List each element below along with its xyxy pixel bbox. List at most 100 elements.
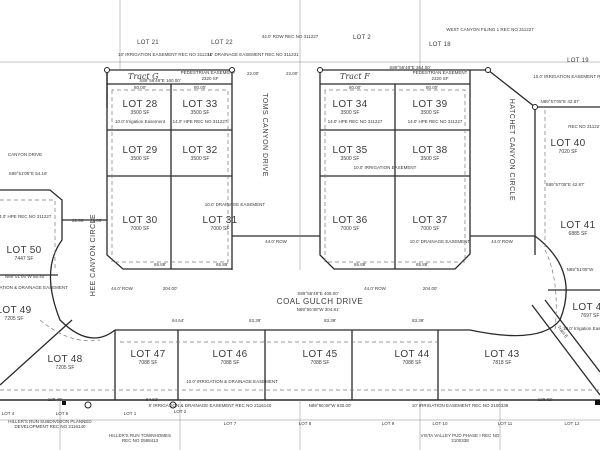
- dim-65-88-b: 65.88': [215, 262, 229, 267]
- lot-36-area: 7000 SF: [340, 226, 360, 232]
- lot-34-area: 3500 SF: [340, 110, 360, 116]
- lot-34-note: 14.0' HPE REC NO 311227: [327, 119, 383, 124]
- lot-50-label: LOT 50: [6, 245, 42, 256]
- lot-49-label: LOT 49: [0, 305, 32, 316]
- hatchet-canyon-circle-label: HATCHET CANYON CIRCLE: [508, 98, 515, 202]
- tract-f-label: Tract F: [340, 72, 370, 81]
- dim-65-88-a: 65.88': [153, 262, 167, 267]
- lot-22-label: LOT 22: [211, 40, 233, 46]
- toms-canyon-drive-label: TOMS CANYON DRIVE: [261, 93, 268, 177]
- lot-19-label: LOT 19: [567, 58, 589, 64]
- dim-80-b: 80.00': [193, 85, 207, 90]
- west-canyon-label: WEST CANYON FILING 1 REC NO 311227: [446, 27, 534, 32]
- lot-46-area: 7088 SF: [220, 360, 240, 366]
- row-44-hatchet: 44.0' ROW: [491, 239, 513, 244]
- tract-g-label: Tract G: [128, 72, 159, 81]
- lot-47-label: LOT 47: [130, 349, 166, 360]
- hillers-run-subdivision: HILLER'S RUN SUBDIVISION PLANNED DEVELOP…: [8, 419, 92, 429]
- lot-21-label: LOT 21: [137, 40, 159, 46]
- lot-41-area: 6885 SF: [568, 231, 588, 237]
- lot-42-area: 7697 SF: [580, 313, 600, 319]
- lot-2-label: LOT 2: [352, 35, 372, 41]
- lot-31-area: 7000 SF: [210, 226, 230, 232]
- row-rec-label: 44.0' ROW REC NO 311227: [261, 34, 319, 39]
- lot-34-label: LOT 34: [332, 99, 368, 110]
- lot-48-area: 7205 SF: [55, 365, 75, 371]
- lot-48-label: LOT 48: [47, 354, 83, 365]
- adj-lot-9: LOT 9: [381, 421, 395, 426]
- tract-f-top-bearing: S89°56'48"E 364.00': [389, 65, 431, 70]
- dim-64-64: 64.64': [171, 318, 185, 323]
- lot-32-label: LOT 32: [182, 145, 218, 156]
- lot-36-label: LOT 36: [332, 215, 368, 226]
- canyon-drive-label: CANYON DRIVE: [7, 152, 43, 157]
- dim-65-88-d: 65.88': [415, 262, 429, 267]
- adj-lot-8: LOT 8: [298, 421, 312, 426]
- lot-33-area: 3500 SF: [190, 110, 210, 116]
- lot-18-label: LOT 18: [429, 42, 451, 48]
- lot-29-label: LOT 29: [122, 145, 158, 156]
- tract-g-area: 2320 SF: [201, 76, 219, 81]
- dim-22-d: 22.00': [89, 218, 103, 223]
- lot-28-note: 10.0' Irrigation Easement: [115, 119, 165, 124]
- lot-31-note: 10.0' DRAINAGE EASEMENT: [204, 202, 266, 207]
- lot-37-area: 7000 SF: [420, 226, 440, 232]
- dim-22-a: 22.00': [246, 71, 260, 76]
- dim-204-right: 204.00': [422, 286, 438, 291]
- lot41-bearing: S89°57'05"E 42.87': [545, 182, 585, 187]
- lot-30-area: 7000 SF: [130, 226, 150, 232]
- hillers-run-townhomes: HILLER'S RUN TOWNHOMES REC NO 2588413: [109, 433, 171, 443]
- adj-lot-12: LOT 12: [564, 421, 580, 426]
- lot-46-easement: 10.0' IRRIGATION & DRAINAGE EASEMENT: [186, 379, 278, 384]
- lot50-s-bearing: N89°51'05"W 56.40': [4, 274, 46, 279]
- lot-43-label: LOT 43: [484, 349, 520, 360]
- adj-lot-1: LOT 1: [123, 411, 137, 416]
- row-44-west: 44.0' ROW: [111, 286, 133, 291]
- hee-canyon-circle-label: HEE CANYON CIRCLE: [90, 213, 97, 297]
- row-44-toms: 44.0' ROW: [265, 239, 287, 244]
- lot41-s-bearing: N89°51'05"W: [566, 267, 594, 272]
- lot-30-label: LOT 30: [122, 215, 158, 226]
- lot-33-label: LOT 33: [182, 99, 218, 110]
- dim-80-c: 80.00': [348, 85, 362, 90]
- row-44-east: 44.0' ROW: [364, 286, 386, 291]
- dim-22-c: 22.00': [71, 218, 85, 223]
- lot-44-label: LOT 44: [394, 349, 430, 360]
- dim-128-46: 128.46': [47, 397, 63, 402]
- adj-lot-11: LOT 11: [497, 421, 513, 426]
- lot-49-easement: 10.0' IRRIGATION & DRAINAGE EASEMENT: [0, 285, 68, 290]
- adj-lot-5: LOT 5: [55, 411, 69, 416]
- lot-39-note: 14.0' HPE REC NO 311227: [407, 119, 463, 124]
- lot-28-area: 3500 SF: [130, 110, 150, 116]
- drainage-easement-top: 10' DRAINAGE EASEMENT REC NO 311231: [207, 52, 299, 57]
- lot-46-label: LOT 46: [212, 349, 248, 360]
- lot-43-area: 7818 SF: [492, 360, 512, 366]
- lot-33-note: 14.0' HPE REC NO 311227: [172, 119, 228, 124]
- dim-65-88-c: 65.88': [353, 262, 367, 267]
- lot-50-area: 7447 SF: [14, 256, 34, 262]
- dim-128-82: 128.82': [537, 397, 553, 402]
- lot-44-area: 7088 SF: [402, 360, 422, 366]
- adj-lot-7: LOT 7: [223, 421, 237, 426]
- pedestrian-easement-f: PEDESTRIAN EASEMENT: [412, 70, 468, 75]
- lot-38-area: 3500 SF: [420, 156, 440, 162]
- adj-lot-4: LOT 4: [1, 411, 15, 416]
- lot-35-note: 10.0' IRRIGATION EASEMENT: [353, 165, 417, 170]
- lot-41-label: LOT 41: [560, 220, 596, 231]
- lot-35-label: LOT 35: [332, 145, 368, 156]
- tract-f-area: 2320 SF: [431, 76, 449, 81]
- vista-valley-label: VISTA VALLEY PUD PHASE I REC NO 2100338: [420, 433, 500, 443]
- lot-38-label: LOT 38: [412, 145, 448, 156]
- lot-40-label: LOT 40: [550, 138, 586, 149]
- coal-gulch-drive-label: COAL GULCH DRIVE: [276, 297, 364, 306]
- lot-42-note: 10.0' Irrigation Easement: [563, 326, 600, 331]
- irrig-drain-south: 5' IRRIGATION & DRAINAGE EASEMENT REC NO…: [148, 403, 272, 408]
- south-boundary-bearing: N89°56'48"W 630.00': [308, 403, 352, 408]
- lot-19-easement: 10.0' IRRIGATION EASEMENT REC NO 311231: [533, 74, 600, 79]
- dim-83-39-a: 83.39': [248, 318, 262, 323]
- lot-39-area: 3500 SF: [420, 110, 440, 116]
- dim-84-62: 84.62': [145, 397, 159, 402]
- pedestrian-easement-g: PEDESTRIAN EASEMENT: [180, 70, 236, 75]
